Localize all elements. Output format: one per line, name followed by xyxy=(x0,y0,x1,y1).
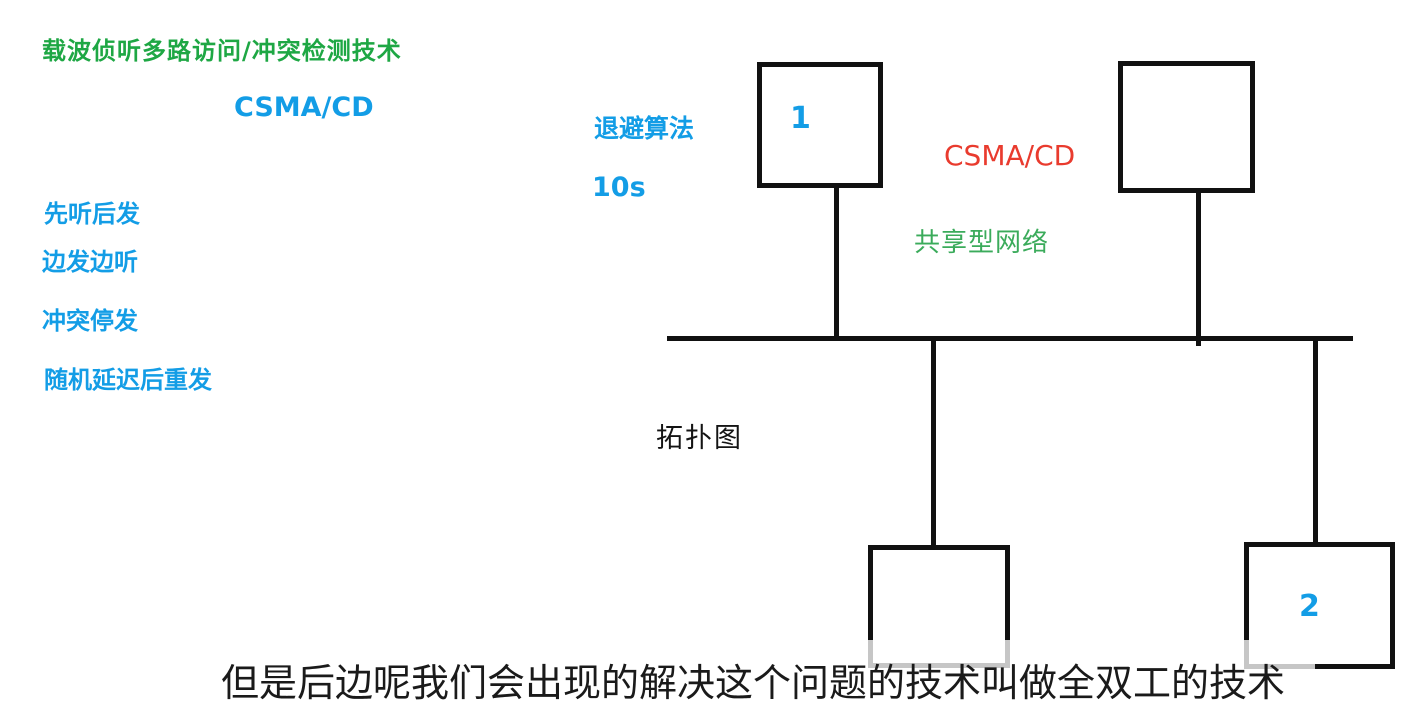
node-box-1: 1 xyxy=(757,62,883,188)
node-1-label: 1 xyxy=(790,101,811,136)
node-2-label: 2 xyxy=(1299,589,1320,624)
topology-diagram-label: 拓扑图 xyxy=(656,423,743,454)
node-box-top-right xyxy=(1118,61,1255,193)
drop-line-node-bottom-left xyxy=(931,339,936,547)
csma-cd-red-label: CSMA/CD xyxy=(944,139,1076,172)
backoff-time-value: 10s xyxy=(592,172,646,203)
rule-random-delay-resend: 随机延迟后重发 xyxy=(44,366,212,394)
node-box-2: 2 xyxy=(1244,542,1395,669)
board-title: 载波侦听多路访问/冲突检测技术 xyxy=(42,37,402,65)
rule-listen-before-send: 先听后发 xyxy=(44,200,140,228)
drop-line-node-top-right xyxy=(1196,190,1201,346)
rule-stop-on-collision: 冲突停发 xyxy=(42,307,138,335)
subtitle-background-band xyxy=(200,640,1315,721)
drop-line-node2 xyxy=(1313,339,1318,544)
shared-network-label: 共享型网络 xyxy=(914,228,1050,258)
bus-line xyxy=(667,336,1353,341)
csma-cd-blue-label: CSMA/CD xyxy=(234,92,374,123)
subtitle-caption: 但是后边呢我们会出现的解决这个问题的技术叫做全双工的技术 xyxy=(221,661,1286,705)
backoff-algorithm-label: 退避算法 xyxy=(594,114,695,143)
drop-line-node1 xyxy=(834,186,839,338)
rule-listen-while-sending: 边发边听 xyxy=(42,248,138,276)
